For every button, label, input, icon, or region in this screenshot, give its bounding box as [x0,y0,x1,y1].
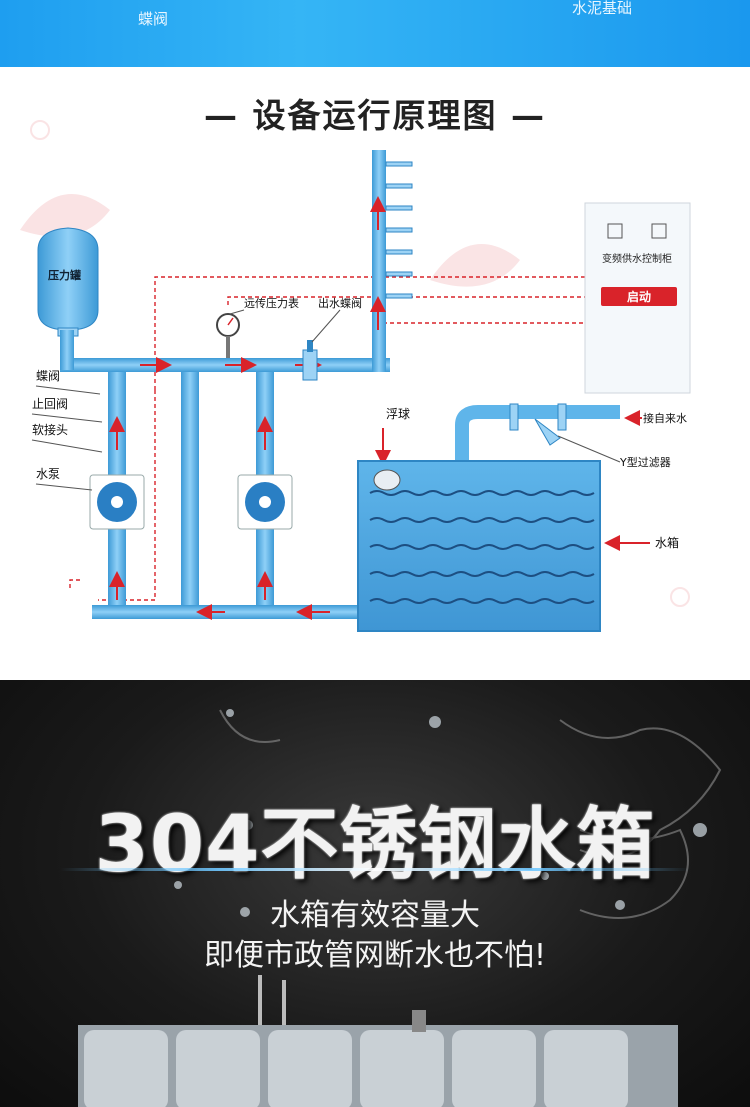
start-button-label: 启动 [627,289,651,304]
top-label-cement-base: 水泥基础 [572,0,633,17]
principle-diagram-section: — 设备运行原理图 — [0,67,750,680]
inlet-pipe [455,405,620,460]
label-soft-joint: 软接头 [32,422,68,437]
outlet-butterfly-valve [302,340,318,381]
splash-decoration [78,709,722,1107]
signal-lines [69,276,585,601]
section-title: — 设备运行原理图 — [204,96,546,135]
steel-tank-image [78,975,678,1107]
watermark-logo [20,120,690,607]
bypass-column [181,372,199,608]
label-pump: 水泵 [36,467,60,481]
riser-pipe [372,150,386,372]
pump-2 [237,474,293,530]
remote-pressure-gauge [216,313,240,358]
label-y-filter: Y型过滤器 [619,455,671,469]
leader-lines [31,309,341,491]
y-filter-body [534,418,561,446]
riser-taps [385,161,413,299]
label-tap-water: 接自来水 [643,412,687,425]
label-remote-gauge: 远传压力表 [244,296,299,310]
label-float-ball: 浮球 [386,407,410,421]
principle-diagram: 压力罐 [20,120,691,632]
promo-line-2: 即便市政管网断水也不怕! [203,938,547,973]
label-control-cabinet: 变频供水控制柜 [602,252,672,265]
label-check-valve: 止回阀 [32,397,68,411]
promo-section: 304不锈钢水箱 水箱有效容量大 即便市政管网断水也不怕! [0,680,750,1107]
start-button[interactable] [601,287,677,306]
top-label-butterfly-valve: 蝶阀 [138,10,169,28]
pressure-tank [37,227,99,337]
top-banner-strip: 蝶阀 水泥基础 [0,0,750,67]
promo-title: 304不锈钢水箱 [94,800,656,890]
label-butterfly-valve: 蝶阀 [36,368,60,383]
glow-underline [60,868,690,871]
label-water-tank: 水箱 [655,535,679,550]
float-ball [373,469,401,491]
label-outlet-valve: 出水蝶阀 [318,296,362,310]
tank-waves [369,490,595,604]
suction-pipe [92,605,360,619]
label-pressure-tank: 压力罐 [48,268,81,282]
pump-1 [89,474,145,530]
promo-line-1: 水箱有效容量大 [270,898,480,933]
